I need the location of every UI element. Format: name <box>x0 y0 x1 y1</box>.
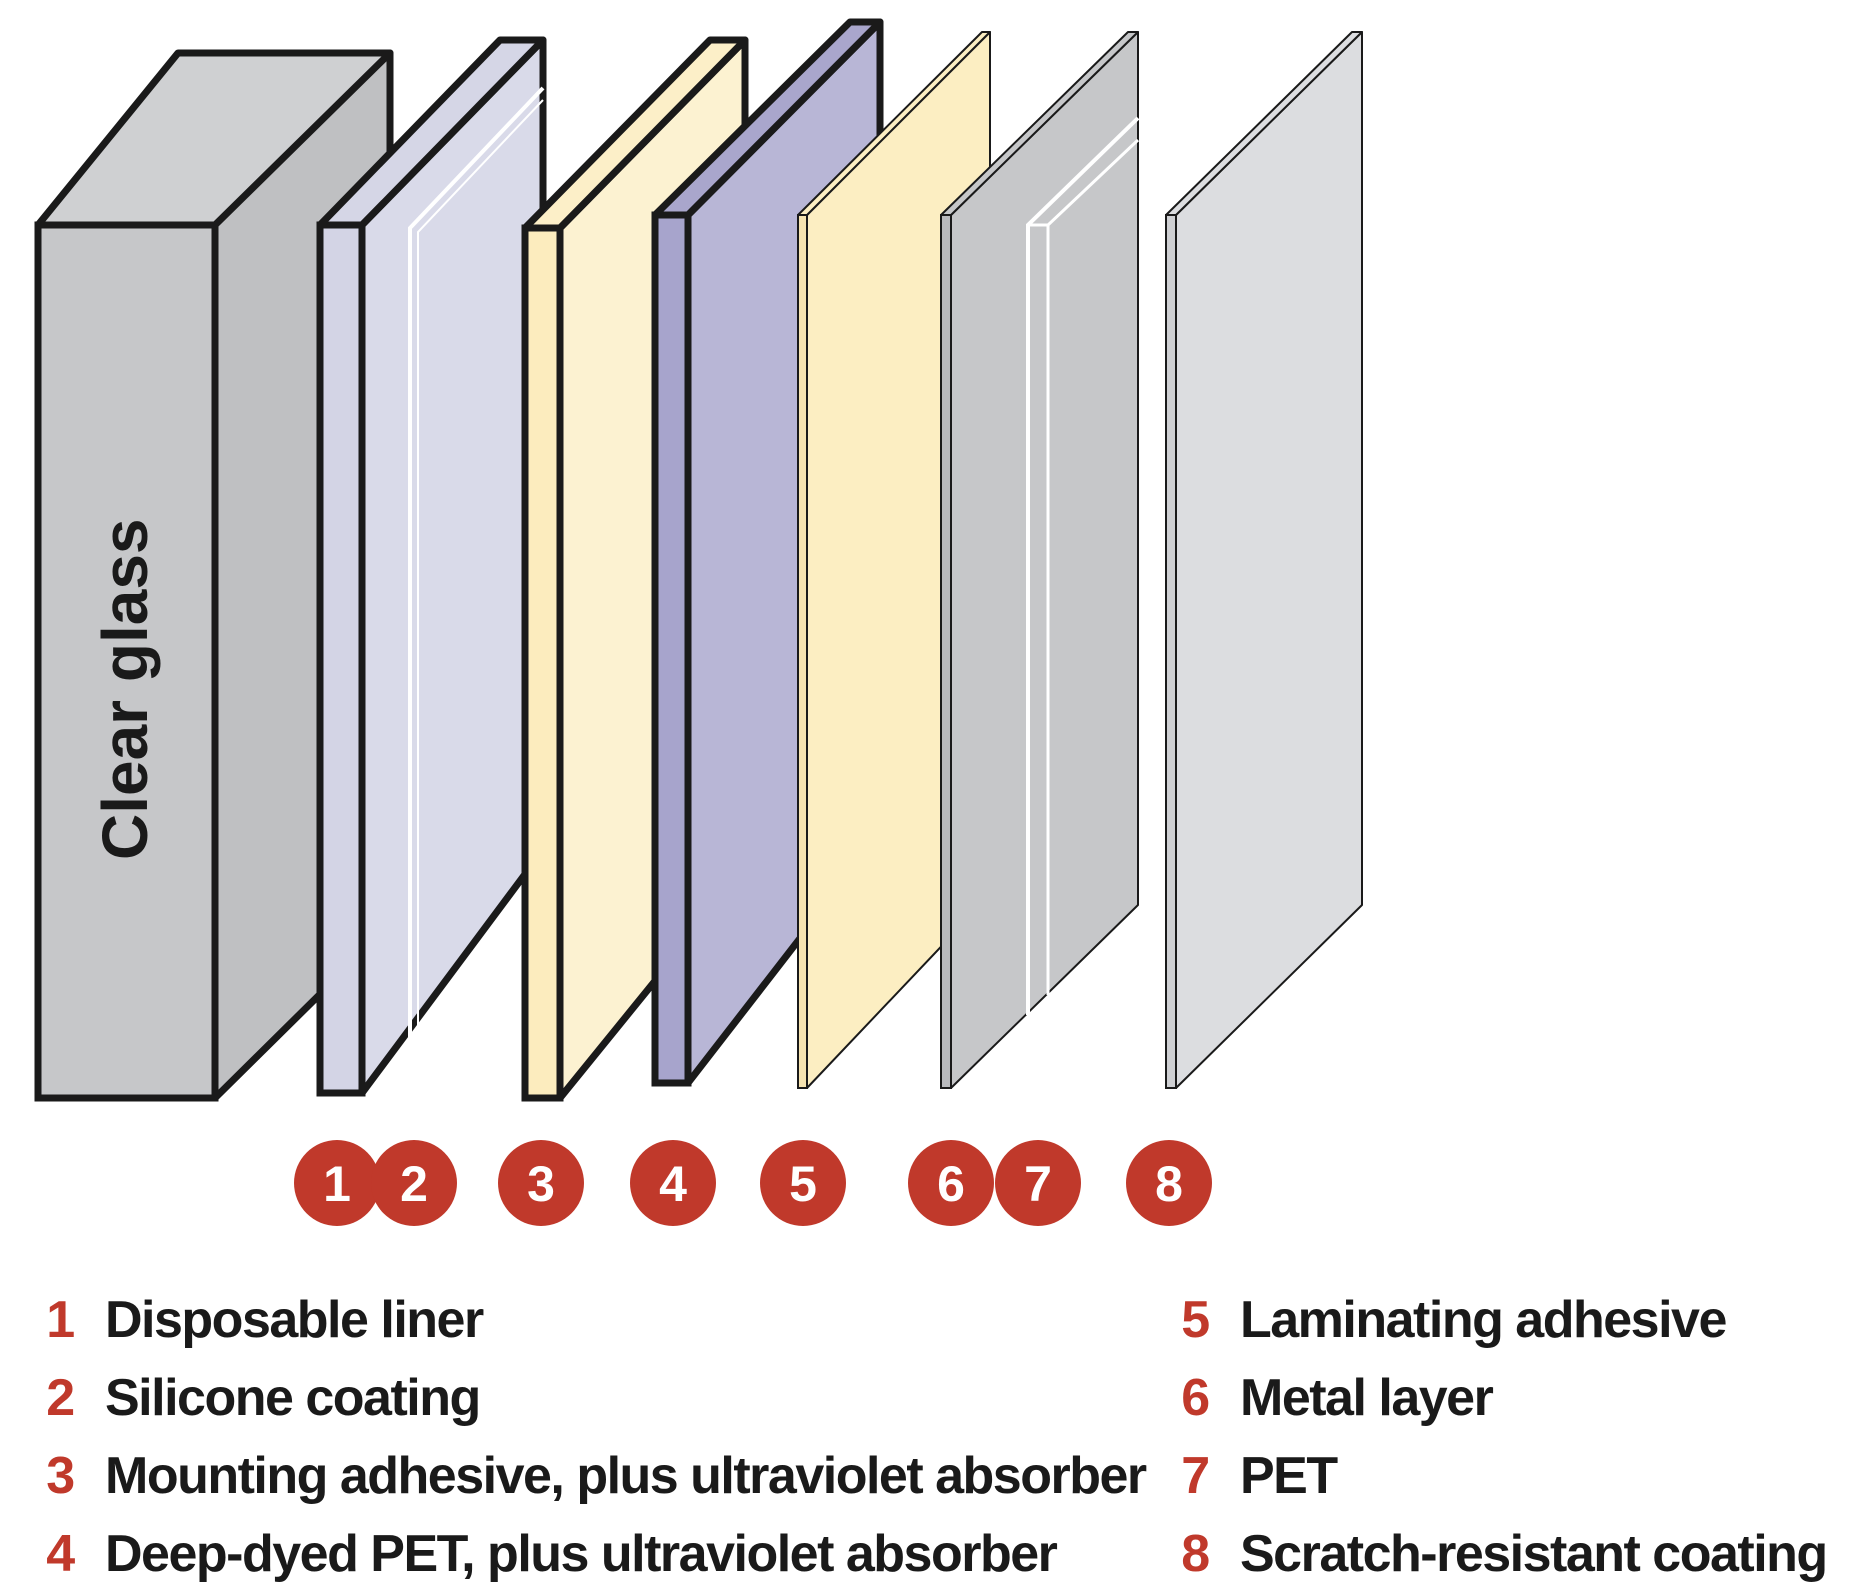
legend-label: Silicone coating <box>105 1369 481 1427</box>
badge-5: 5 <box>760 1140 846 1226</box>
legend-number: 8 <box>1181 1525 1210 1583</box>
legend-number: 1 <box>46 1291 75 1349</box>
legend-right: 5 Laminating adhesive 6 Metal layer 7 PE… <box>1170 1290 1845 1583</box>
badge-1-label: 1 <box>323 1156 351 1212</box>
badge-5-label: 5 <box>789 1156 817 1212</box>
badge-6: 6 <box>908 1140 994 1226</box>
legend-number: 5 <box>1181 1291 1210 1349</box>
legend-number: 3 <box>46 1447 75 1505</box>
layer-scratch-resistant-coating <box>1165 31 1363 1089</box>
legend-label: Deep-dyed PET, plus ultraviolet absorber <box>105 1525 1058 1583</box>
badge-8: 8 <box>1126 1140 1212 1226</box>
layer-metal-pet <box>940 31 1140 1089</box>
legend-label: Disposable liner <box>105 1291 484 1349</box>
clear-glass-label: Clear glass <box>89 518 161 860</box>
legend-number: 7 <box>1181 1447 1210 1505</box>
legend-label: Mounting adhesive, plus ultraviolet abso… <box>105 1447 1147 1505</box>
legend-number: 6 <box>1181 1369 1210 1427</box>
badge-6-label: 6 <box>937 1156 965 1212</box>
badge-7-label: 7 <box>1024 1156 1052 1212</box>
badge-8-label: 8 <box>1155 1156 1183 1212</box>
legend-label: Metal layer <box>1240 1369 1494 1427</box>
legend-label: Laminating adhesive <box>1240 1291 1727 1349</box>
legend-label: PET <box>1240 1447 1338 1505</box>
badge-1: 1 <box>294 1140 380 1226</box>
badge-4: 4 <box>630 1140 716 1226</box>
badge-2-label: 2 <box>400 1156 428 1212</box>
silicone-coating-edge <box>408 86 545 1048</box>
clear-glass-block: Clear glass <box>34 49 394 1102</box>
legend-number: 4 <box>46 1525 75 1583</box>
badge-7: 7 <box>995 1140 1081 1226</box>
badge-4-label: 4 <box>659 1156 687 1212</box>
legend-number: 2 <box>46 1369 75 1427</box>
legend-left: 1 Disposable liner 2 Silicone coating 3 … <box>35 1290 1147 1583</box>
badge-3: 3 <box>498 1140 584 1226</box>
layer-liner-silicone <box>316 36 547 1097</box>
badge-3-label: 3 <box>527 1156 555 1212</box>
badge-2: 2 <box>371 1140 457 1226</box>
legend-label: Scratch-resistant coating <box>1240 1525 1828 1583</box>
